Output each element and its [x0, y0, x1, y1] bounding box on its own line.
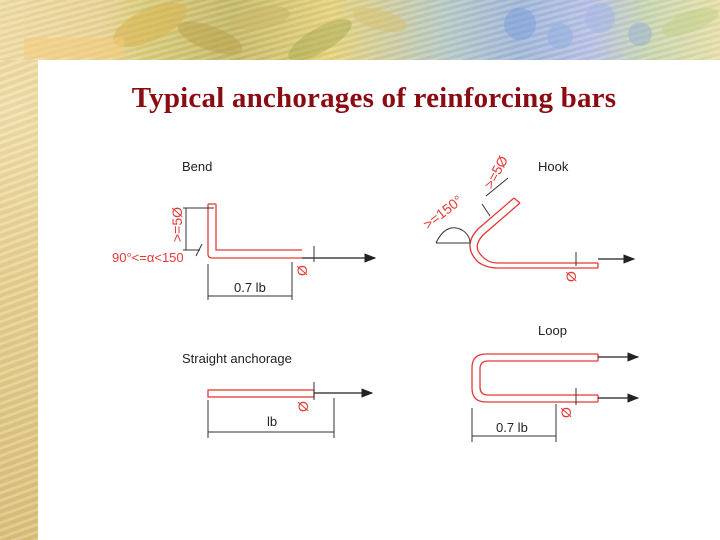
straight-length-label: lb	[267, 414, 277, 429]
leaf-pattern-decoration	[24, 2, 719, 60]
hook-bar	[469, 197, 598, 269]
bend-title: Bend	[182, 159, 212, 174]
hook-anchorage: Hook >=150° >=5Ø Ø	[420, 153, 636, 282]
hook-leg-length-label: >=5Ø	[481, 153, 512, 192]
decorative-top-banner	[0, 0, 720, 60]
loop-diameter-label: Ø	[558, 407, 574, 418]
bend-bar-inner-curve	[208, 250, 220, 262]
straight-title: Straight anchorage	[182, 351, 292, 366]
bend-bar	[207, 203, 302, 259]
loop-length-label: 0.7 lb	[496, 420, 528, 435]
straight-diameter-label: Ø	[295, 401, 311, 412]
bend-angle-label: 90°<=α<150	[112, 250, 184, 265]
hook-diameter-label: Ø	[563, 271, 579, 282]
bend-leg-length-label: >=5Ø	[169, 207, 185, 242]
bend-anchorage: Bend >=5Ø 90°<=α<150 0.7 lb Ø	[112, 159, 377, 300]
straight-anchorage: Straight anchorage lb Ø	[182, 351, 374, 438]
bend-angle-arc	[195, 243, 203, 257]
parchment-left-strip	[0, 0, 38, 540]
hook-bar-top-end	[513, 197, 521, 204]
bend-length-label: 0.7 lb	[234, 280, 266, 295]
loop-bar	[471, 353, 598, 403]
hook-leg-ext	[481, 203, 491, 217]
slide-title: Typical anchorages of reinforcing bars	[131, 82, 617, 114]
loop-title: Loop	[538, 323, 567, 338]
loop-anchorage: Loop 0.7 lb Ø	[471, 323, 640, 442]
hook-angle-arc	[435, 227, 471, 244]
hook-title: Hook	[538, 159, 569, 174]
bend-diameter-label: Ø	[294, 265, 310, 276]
hook-leg-dimension	[485, 177, 509, 197]
hook-angle-label: >=150°	[420, 192, 466, 233]
straight-bar	[207, 389, 315, 398]
